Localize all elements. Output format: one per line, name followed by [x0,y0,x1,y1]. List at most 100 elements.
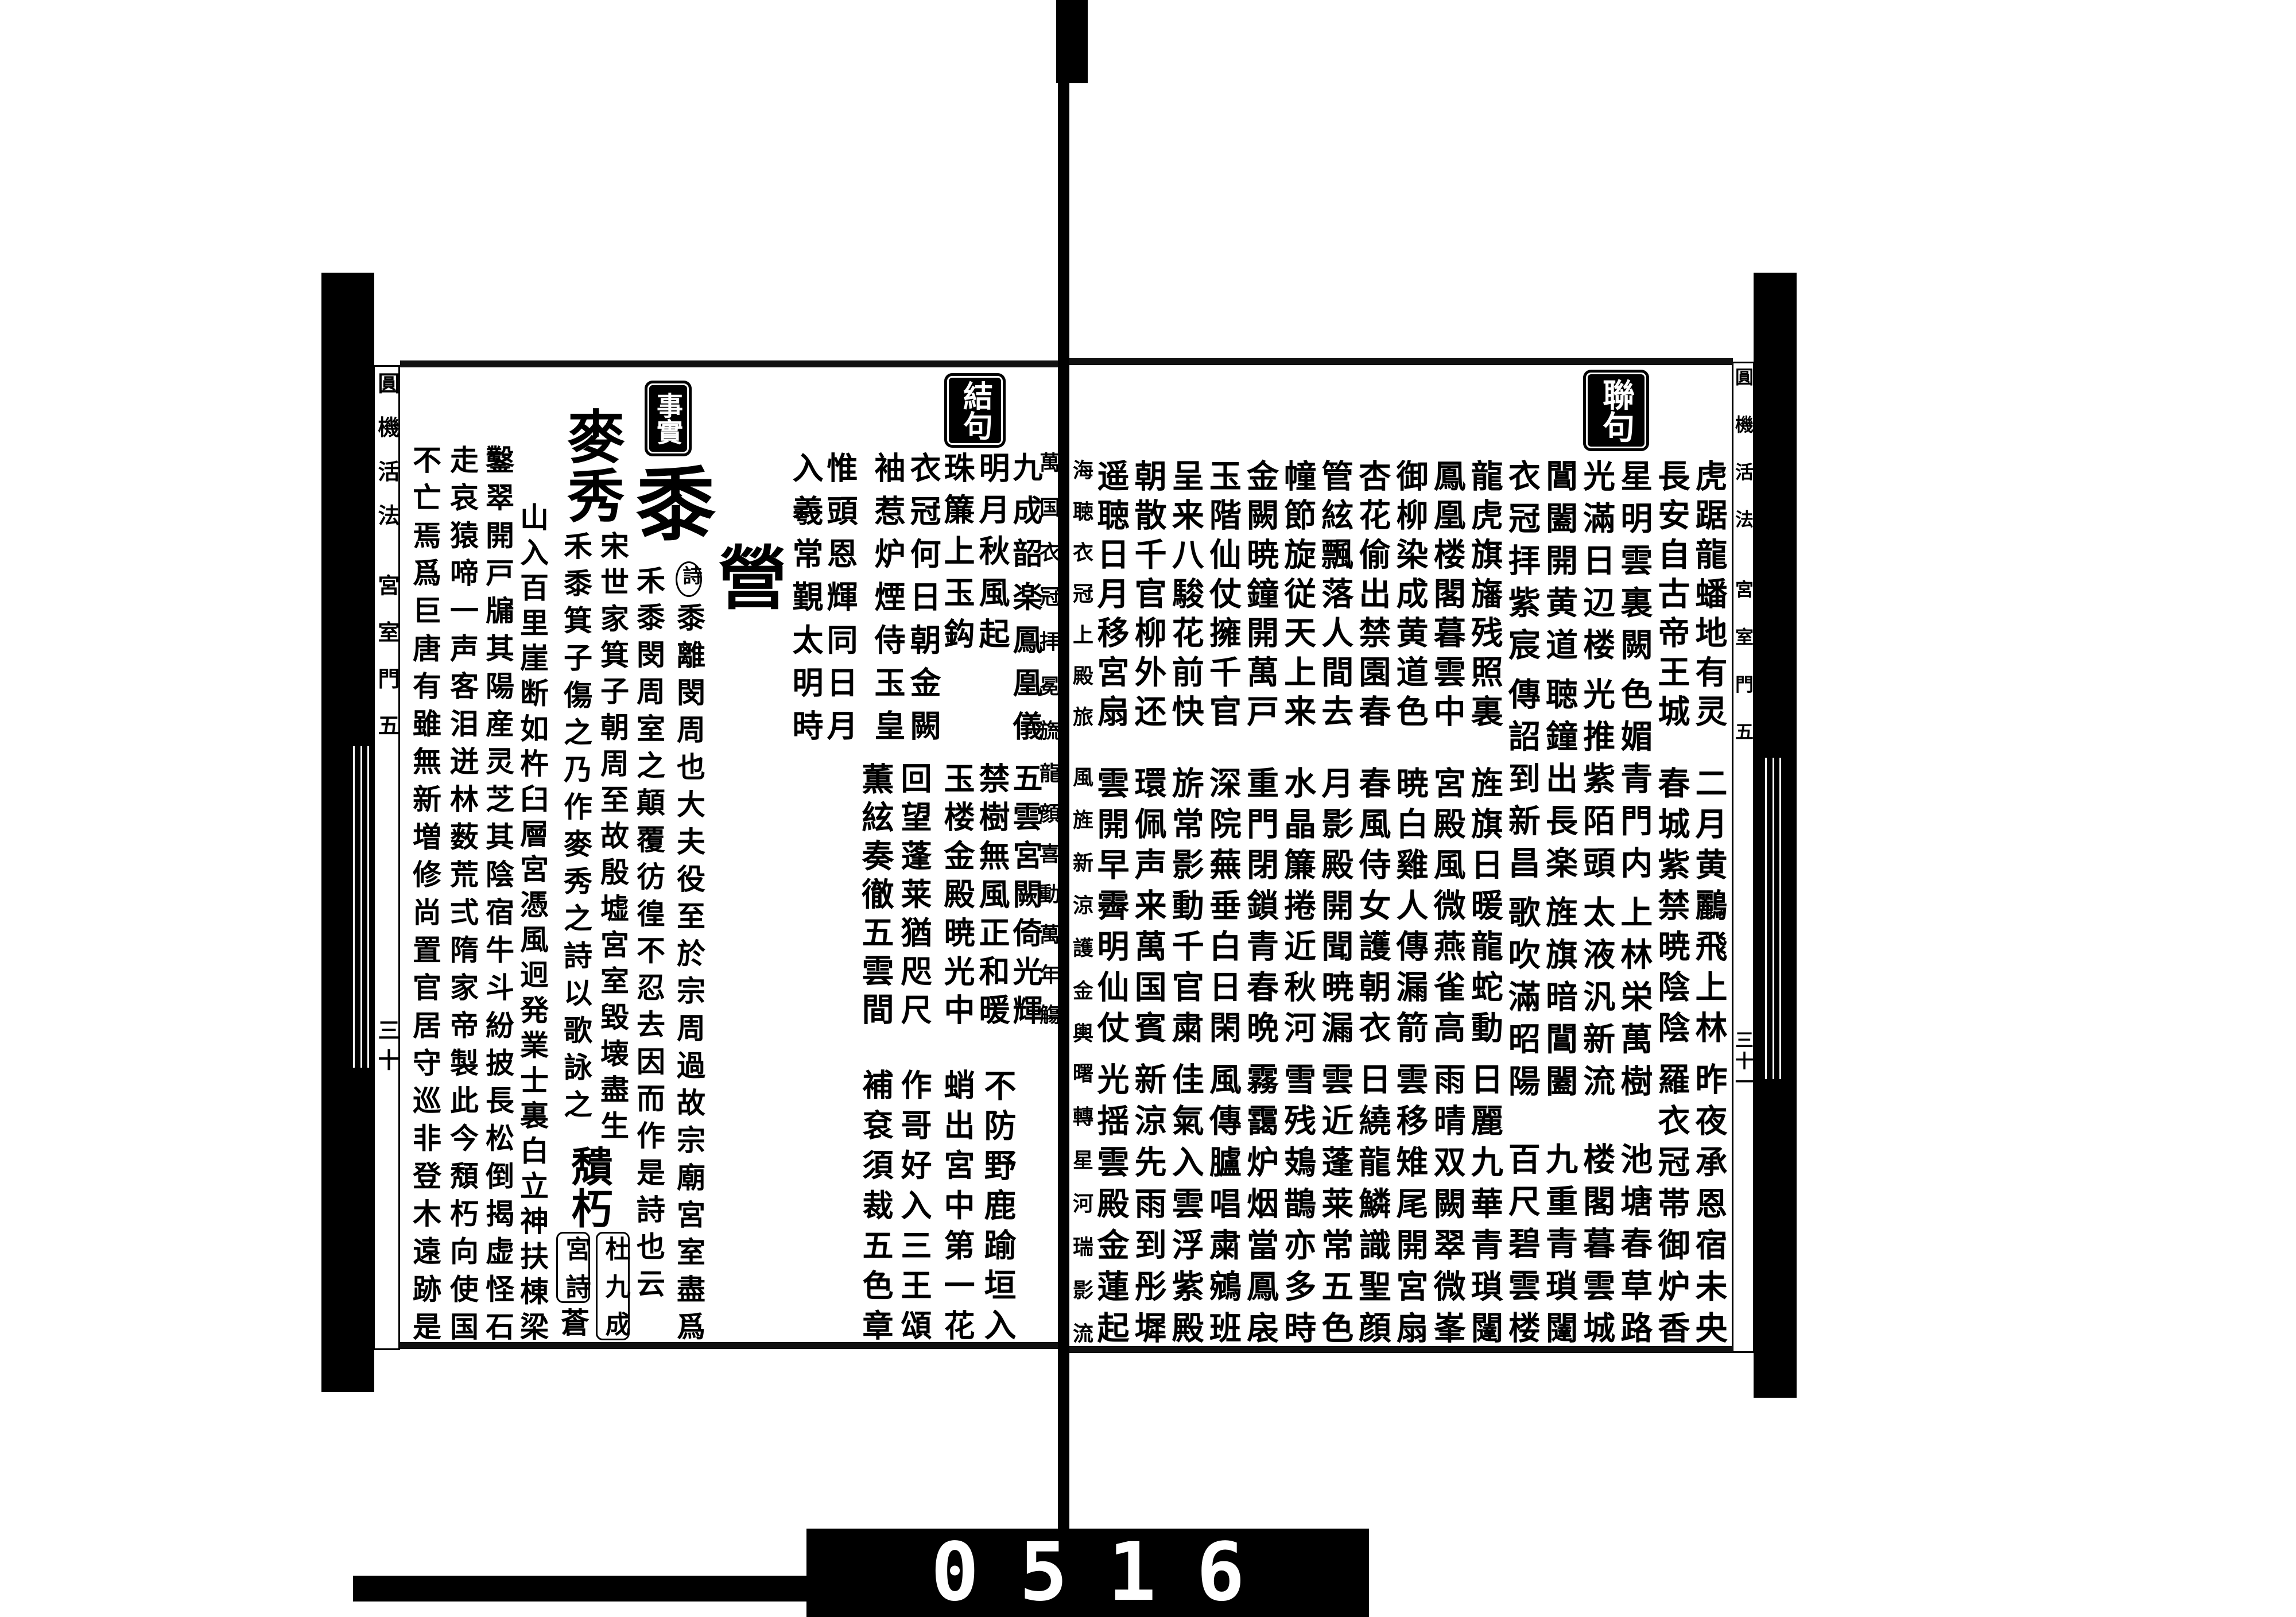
poem-line: 百尺碧雲楼 [1503,1142,1541,1343]
poem-line: 上林栄萬樹 [1615,895,1653,1096]
poem-line: 旌旗暗閶闔 [1540,895,1578,1096]
entry-text: 不亡焉爲巨唐有雖無新増修尚置官居守巡非登木遠跡是 [408,445,442,1340]
right-frame-bottom [1069,1346,1733,1353]
source-tag-gongshi: 宮詩 [556,1232,591,1303]
poem-line: 袖惹炉煙侍玉皇 [869,452,906,740]
right-title-strip [1732,362,1755,1353]
entry-term: 黍 [622,462,716,542]
poem-line: 深院蕪垂白日閑 [1204,766,1242,1043]
poem-line: 衣冠何日朝金闕 [905,452,941,740]
poem-line: 昨夜承恩宿未央 [1690,1063,1728,1343]
left-edge-band [321,273,374,1392]
poem-line: 虎踞龍蟠地有灵 [1690,459,1728,727]
poem-line: 風傳臚唱粛鵷班 [1204,1063,1242,1343]
poem-line: 雲開早霽明仙仗 [1092,766,1130,1043]
poem-line: 鳳凰楼閣暮雲中 [1428,459,1467,727]
poem-line: 日麗九華青瑣闥 [1465,1063,1504,1343]
source-tag-shi: 詩 [676,561,702,597]
poem-line: 萬国衣冠拝冕旒 [1036,452,1060,740]
poem-line: 蛸出宮中第一花 [938,1069,975,1340]
poem-line: 池塘春草路 [1615,1142,1653,1343]
poem-line: 水晶簾捲近秋河 [1278,766,1317,1043]
poem-line: 雪残鳷鵲亦多時 [1278,1063,1317,1343]
poem-line: 雨晴双闕翠微峯 [1428,1063,1467,1343]
band-stripe [1765,758,1767,1079]
poem-line: 歌吹滿昭陽 [1503,895,1541,1096]
poem-line: 薫絃奏徹五雲間 [856,762,894,1025]
poem-line: 管絃飄落人間去 [1316,459,1354,727]
right-section-title: 宮室門五 [1732,580,1754,740]
poem-line: 九成韶楽鳳凰儀 [1007,452,1042,740]
entry-text: 禾黍箕子傷之乃作麥秀之詩以歌詠之 [559,531,593,1118]
poem-line: 九重青瑣闥 [1540,1142,1578,1343]
spine-line [1058,80,1069,1533]
entry-text: 鑿翠開戸牖其陽産灵芝其陰宿牛斗紛披長松倒揭虚怪石 [481,445,515,1340]
poem-line: 色媚青門内 [1615,677,1653,878]
poem-line: 春城紫禁暁陰陰 [1652,766,1690,1043]
right-frame-top [1069,358,1733,365]
poem-line: 禁樹無風正和暖 [974,762,1010,1025]
band-stripe [1779,758,1781,1079]
poem-line: 光推紫陌頭 [1577,677,1616,878]
poem-line: 光滿日辺楼 [1577,459,1616,660]
left-section-title: 宮室門五 [374,574,400,736]
band-stripe [360,746,362,1068]
poem-line: 珠簾上玉鈎 [938,452,975,649]
poem-line: 旌旗日暖龍蛇動 [1465,766,1504,1043]
entry-term: 麥秀 [557,407,625,524]
poem-line: 雲移雉尾開宮扇 [1391,1063,1429,1343]
poem-line: 呈来八駿花前快 [1166,459,1205,727]
entry-text: 宋世家箕子朝周至故殷墟宮室毀壊盡生 [596,531,630,1139]
poem-line: 光揺雲殿金蓮起 [1092,1063,1130,1343]
poem-line: 暁白雞人傳漏箭 [1391,766,1429,1043]
poem-line: 五雲宮闕倚光輝 [1007,762,1042,1025]
poem-line: 風旌新涼護金輿 [1069,766,1093,1043]
entry-text: 蒼 [556,1308,590,1336]
band-stripe [1773,758,1774,1079]
poem-line: 月影殿開聞暁漏 [1316,766,1354,1043]
poem-line: 龍虎旗旛残照裏 [1465,459,1504,727]
poem-line: 楼閣暮雲城 [1577,1142,1616,1343]
poem-line: 杏花偷出禁園春 [1353,459,1391,727]
poem-line: 新涼先雨到彤墀 [1129,1063,1168,1343]
entry-text: 走哀猿啼一声客泪迸林薮荒弍隋家帝製此今頽朽向使国 [445,445,479,1340]
entry-term: 穨朽 [564,1145,613,1228]
band-stripe [353,746,355,1068]
poem-line: 龍顔喜動萬年觴 [1036,762,1060,1025]
poem-line: 玉楼金殿暁光中 [938,762,975,1025]
poem-line: 幢節旋従天上来 [1278,459,1317,727]
jieju-label: 結句 [944,373,1006,448]
left-book-title: 圓機活法 [374,372,400,526]
poem-line: 金闕暁鐘開萬戸 [1241,459,1279,727]
poem-line: 長安自古帝王城 [1652,459,1690,727]
poem-line: 二月黄鸝飛上林 [1690,766,1728,1043]
poem-line: 星明雲裏闕 [1615,459,1653,660]
entry-text: 禾黍閔周室之顛覆彷徨不忍去因而作是詩也云 [632,565,666,1297]
poem-line: 玉階仙仗擁千官 [1204,459,1242,727]
left-frame-bottom [400,1342,1058,1349]
right-book-title: 圓機活法 [1732,367,1754,528]
top-spine-stub [1056,0,1088,83]
entry-text: 黍離閔周也大夫役至於宗周過故宗廟宮室盡爲 [672,603,706,1340]
poem-line: 補袞須裁五色章 [857,1069,894,1340]
right-page-number: 三十一 [1732,1030,1754,1091]
poem-line: 宮殿風微燕雀高 [1428,766,1467,1043]
lianju-label: 聯句 [1583,370,1649,451]
poem-line: 不防野鹿踰垣入 [979,1069,1017,1340]
poem-line: 閶闔開黄道 [1540,459,1578,660]
category-heading: 營 [706,542,787,611]
right-edge-band [1754,273,1797,1398]
band-stripe [367,746,369,1068]
poem-line: 遥聴日月移宮扇 [1092,459,1130,727]
left-page-number: 三十 [374,1019,400,1071]
poem-line: 惟頭恩輝同日月 [821,452,858,740]
poem-line: 回望蓬莱猶咫尺 [895,762,932,1025]
poem-line: 羅衣冠帯御炉香 [1652,1063,1690,1343]
poem-line: 傳詔到新昌 [1503,677,1541,878]
poem-line: 環佩声来萬国賓 [1129,766,1168,1043]
poem-line: 重門閉鎖青春晩 [1241,766,1279,1043]
poem-line: 太液汎新流 [1577,895,1616,1096]
poem-line: 聴鐘出長楽 [1540,677,1578,878]
poem-line: 衣冠拝紫宸 [1503,459,1541,660]
poem-line: 旂常影動千官粛 [1166,766,1205,1043]
